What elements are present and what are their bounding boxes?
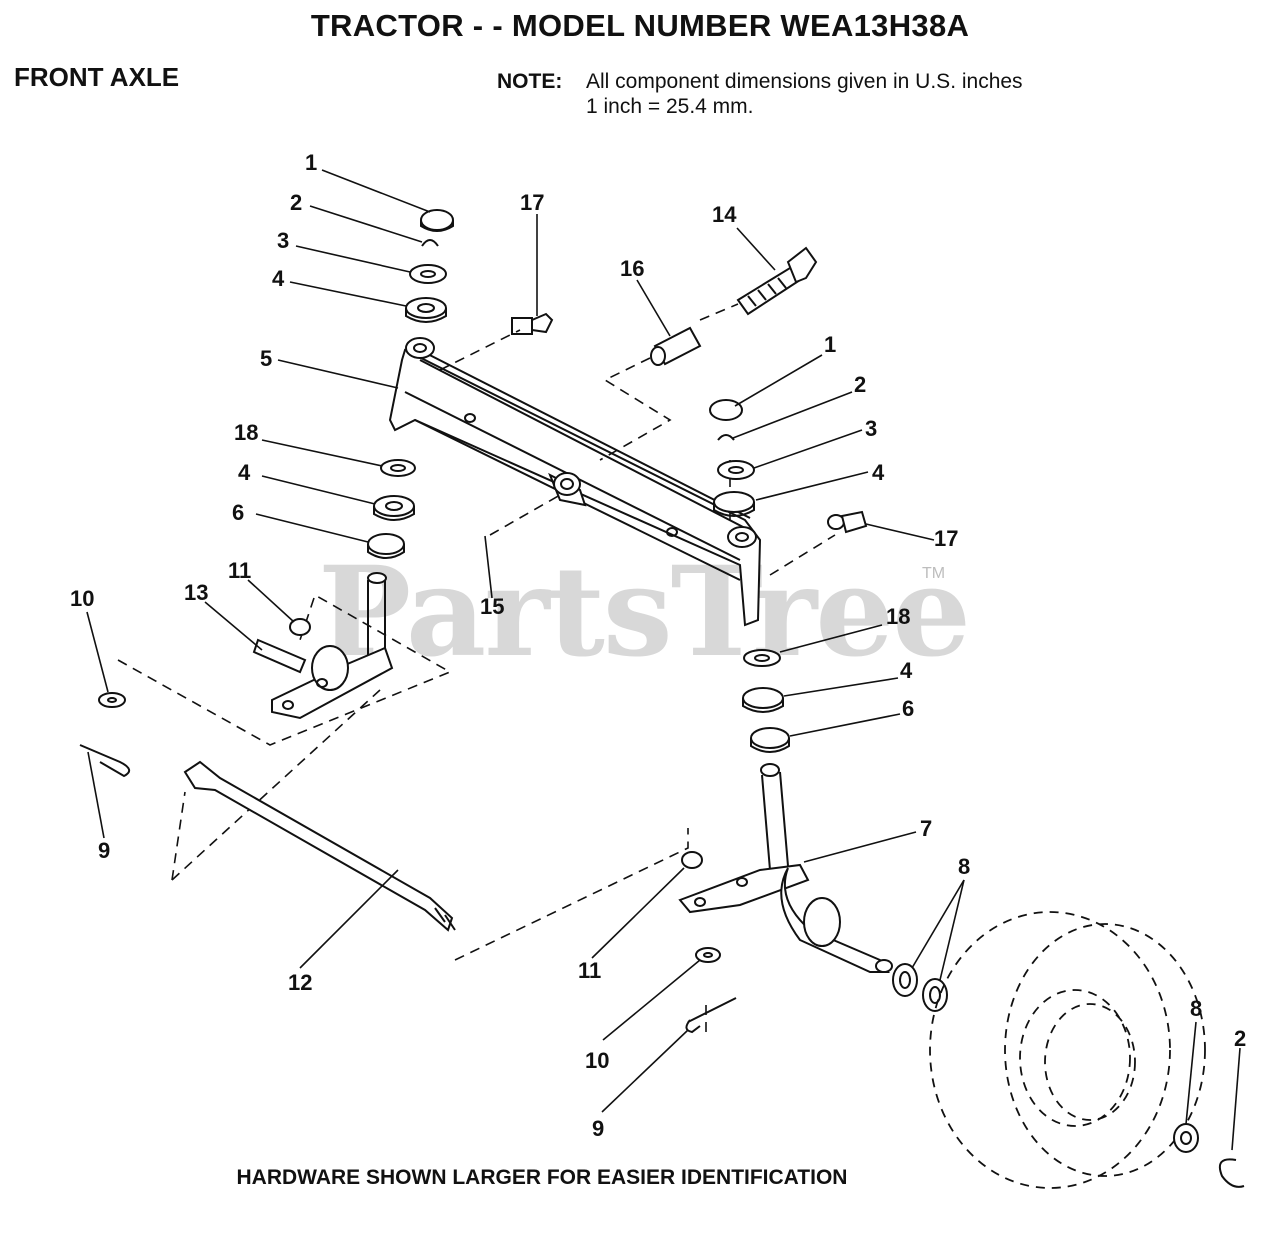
callout-1-right: 1 <box>824 332 836 357</box>
bolt-and-spacer <box>650 246 818 366</box>
callout-4-top-left: 4 <box>272 266 285 291</box>
callout-17-right: 17 <box>934 526 958 551</box>
callout-1-top-left: 1 <box>305 150 317 175</box>
callout-8-washers: 8 <box>958 854 970 879</box>
callout-13: 13 <box>184 580 208 605</box>
callout-10-right: 10 <box>585 1048 609 1073</box>
grease-fitting-top <box>511 312 554 335</box>
note-label: NOTE: <box>497 70 563 93</box>
callout-2-right: 2 <box>854 372 866 397</box>
left-spindle-assembly <box>252 459 416 720</box>
note-text-line2: 1 inch = 25.4 mm. <box>586 95 754 118</box>
callout-6-right: 6 <box>902 696 914 721</box>
callout-10-left: 10 <box>70 586 94 611</box>
axle-washers <box>892 963 948 1012</box>
trademark-mark: TM <box>922 565 946 582</box>
footer-note: HARDWARE SHOWN LARGER FOR EASIER IDENTIF… <box>236 1166 848 1189</box>
callout-17-top: 17 <box>520 190 544 215</box>
section-title: FRONT AXLE <box>14 62 180 92</box>
callout-16-spacer: 16 <box>620 256 644 281</box>
callout-6-left: 6 <box>232 500 244 525</box>
upper-left-hardware <box>405 209 454 323</box>
callout-4-right: 4 <box>872 460 885 485</box>
axle-beam-part <box>388 337 762 627</box>
leader-lines <box>86 169 1241 1151</box>
callout-18-left: 18 <box>234 420 258 445</box>
callout-2-top-left: 2 <box>290 190 302 215</box>
right-spindle-assembly <box>678 399 893 973</box>
diagram-title: TRACTOR - - MODEL NUMBER WEA13H38A <box>310 8 970 43</box>
callout-5-axle: 5 <box>260 346 272 371</box>
callout-4-lower-right: 4 <box>900 658 913 683</box>
callout-3-right: 3 <box>865 416 877 441</box>
callout-11-left: 11 <box>228 558 251 583</box>
callout-18-right: 18 <box>886 604 910 629</box>
callout-12-tie-rod: 12 <box>288 970 312 995</box>
callout-15: 15 <box>480 594 504 619</box>
callout-labels: 1 2 3 4 5 17 16 14 1 2 3 4 17 18 4 6 15 … <box>70 150 1246 1141</box>
callout-2-wheel: 2 <box>1234 1026 1246 1051</box>
callout-8-wheel: 8 <box>1190 996 1202 1021</box>
right-pin-and-washer <box>681 851 737 1034</box>
callout-9-left: 9 <box>98 838 110 863</box>
left-pin-and-washer <box>79 692 131 778</box>
callout-14-bolt: 14 <box>712 202 737 227</box>
callout-7-spindle: 7 <box>920 816 932 841</box>
tie-rod-part <box>183 760 456 932</box>
wheel-hardware <box>1173 1123 1245 1188</box>
callout-3-top-left: 3 <box>277 228 289 253</box>
front-wheel-outline <box>929 911 1206 1189</box>
partstree-watermark: PartsTree <box>318 540 971 685</box>
note-text-line1: All component dimensions given in U.S. i… <box>586 70 1023 93</box>
callout-11-right: 11 <box>578 958 601 983</box>
callout-9-right: 9 <box>592 1116 604 1141</box>
callout-4-left: 4 <box>238 460 251 485</box>
